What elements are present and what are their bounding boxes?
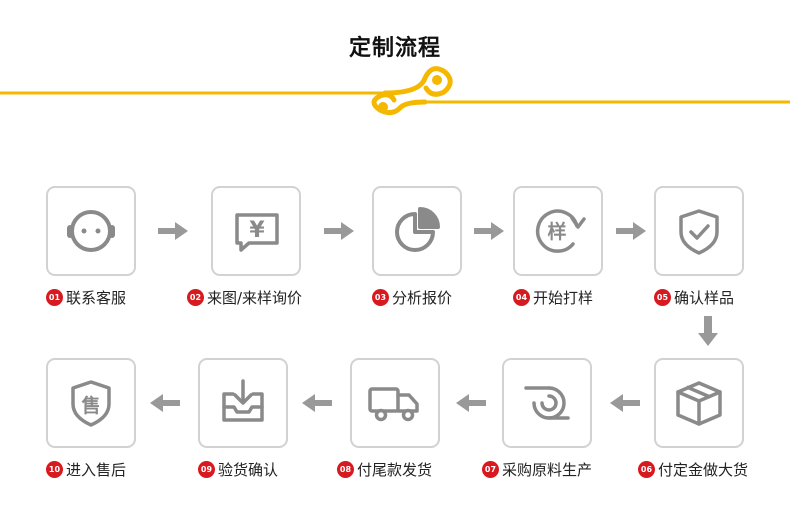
arrow-left-icon — [302, 394, 332, 412]
step-6-number: 06 — [638, 460, 655, 478]
arrow-right-icon — [616, 222, 646, 240]
sample-stamp-icon: 样 — [535, 209, 586, 253]
step-7-text: 采购原料生产 — [502, 460, 593, 479]
svg-text:售: 售 — [80, 394, 100, 417]
arrow-right-icon — [158, 222, 188, 240]
step-8-text: 付尾款发货 — [357, 460, 433, 479]
step-7-number: 07 — [482, 460, 499, 478]
step-2-box: ¥ — [211, 186, 301, 276]
pie-chart-icon — [395, 207, 440, 252]
step-5-text: 确认样品 — [674, 288, 735, 307]
step-8-label: 08 付尾款发货 — [337, 458, 432, 480]
step-9-label: 09 验货确认 — [198, 458, 278, 480]
shield-check-icon — [679, 209, 719, 255]
step-8-number: 08 — [337, 460, 354, 478]
material-roll-icon — [524, 386, 570, 420]
step-3-box — [372, 186, 462, 276]
step-3-text: 分析报价 — [392, 288, 453, 307]
step-8-box — [350, 358, 440, 448]
arrow-down-icon — [698, 316, 718, 346]
step-4-box: 样 — [513, 186, 603, 276]
step-5-label: 05 确认样品 — [654, 286, 734, 308]
step-1-box — [46, 186, 136, 276]
step-2-text: 来图/来样询价 — [207, 288, 303, 307]
arrow-left-icon — [150, 394, 180, 412]
step-10-number: 10 — [46, 460, 63, 478]
step-3-label: 03 分析报价 — [372, 286, 452, 308]
inbox-download-icon — [222, 379, 264, 422]
svg-text:¥: ¥ — [249, 218, 265, 243]
step-3-number: 03 — [372, 288, 389, 306]
step-6-label: 06 付定金做大货 — [638, 458, 748, 480]
yuan-chat-icon: ¥ — [235, 213, 279, 252]
step-9-text: 验货确认 — [218, 460, 279, 479]
step-5-box — [654, 186, 744, 276]
step-6-box — [654, 358, 744, 448]
step-6-text: 付定金做大货 — [658, 460, 749, 479]
package-box-icon — [676, 381, 722, 426]
arrow-right-icon — [474, 222, 504, 240]
step-10-label: 10 进入售后 — [46, 458, 126, 480]
step-9-box — [198, 358, 288, 448]
arrow-left-icon — [456, 394, 486, 412]
step-10-box: 售 — [46, 358, 136, 448]
step-5-number: 05 — [654, 288, 671, 306]
after-sale-shield-icon: 售 — [71, 380, 111, 427]
page-title: 定制流程 — [348, 36, 441, 61]
step-1-number: 01 — [46, 288, 63, 306]
step-9-number: 09 — [198, 460, 215, 478]
step-2-label: 02 来图/来样询价 — [187, 286, 302, 308]
step-1-text: 联系客服 — [66, 288, 127, 307]
step-10-text: 进入售后 — [66, 460, 127, 479]
step-4-label: 04 开始打样 — [513, 286, 593, 308]
headset-icon — [67, 210, 115, 252]
step-7-label: 07 采购原料生产 — [482, 458, 592, 480]
arrow-left-icon — [610, 394, 640, 412]
arrow-right-icon — [324, 222, 354, 240]
delivery-truck-icon — [368, 387, 419, 422]
step-2-number: 02 — [187, 288, 204, 306]
step-1-label: 01 联系客服 — [46, 286, 126, 308]
gold-swirl-divider — [0, 66, 790, 116]
step-4-text: 开始打样 — [533, 288, 594, 307]
step-4-number: 04 — [513, 288, 530, 306]
step-7-box — [502, 358, 592, 448]
svg-text:样: 样 — [547, 220, 566, 243]
